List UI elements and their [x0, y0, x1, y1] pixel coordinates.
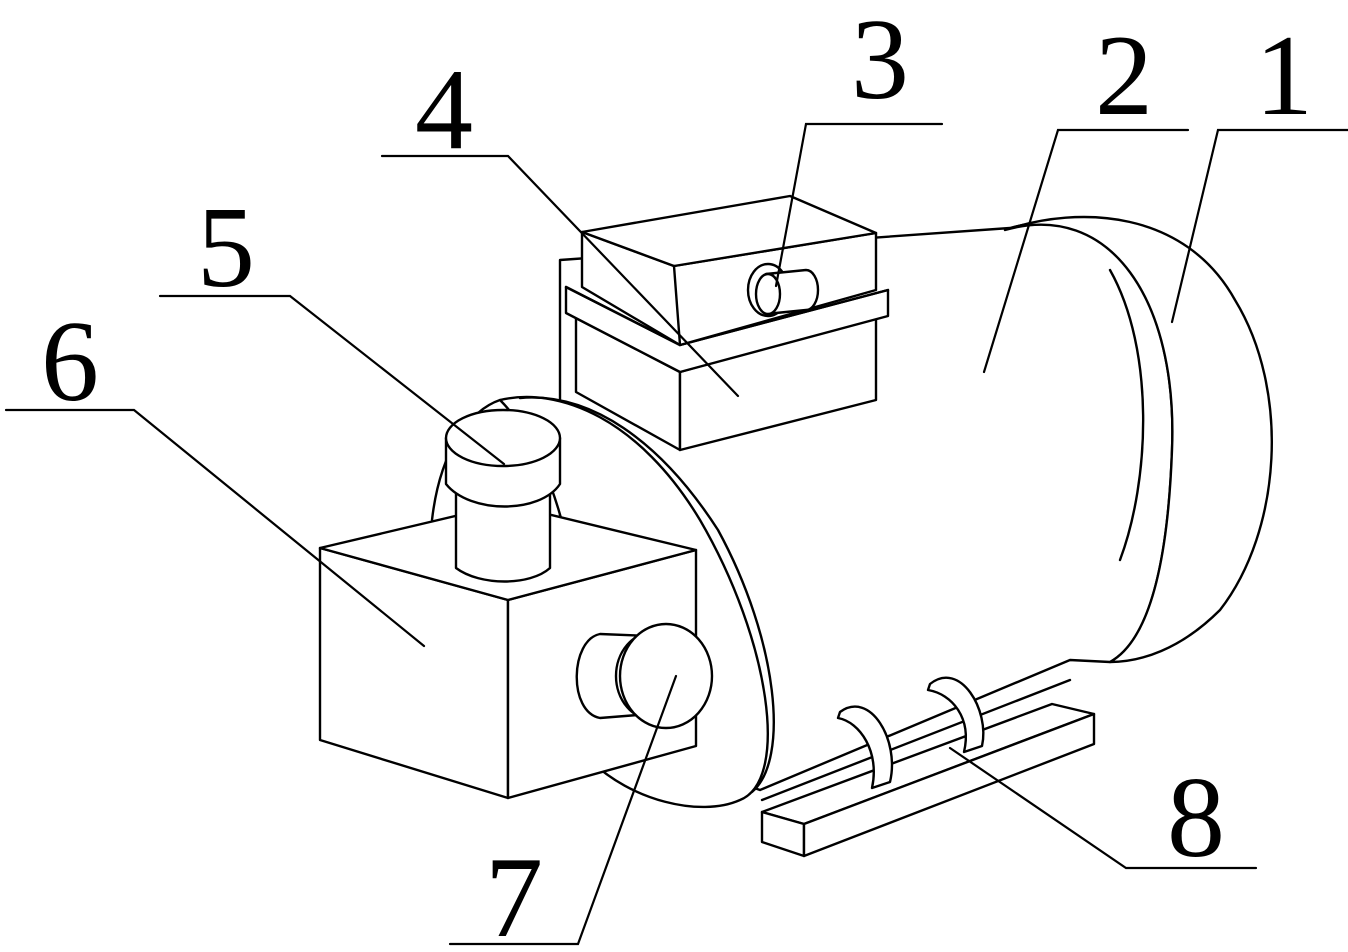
leader-line-5	[158, 294, 506, 466]
callout-number-4: 4	[415, 46, 473, 174]
callout-number-7: 7	[485, 834, 543, 952]
leader-line-7	[448, 674, 678, 946]
leader-lines	[4, 122, 1348, 946]
leader-line-4	[380, 154, 740, 398]
callout-number-8: 8	[1167, 754, 1225, 882]
terminal-box	[564, 194, 890, 452]
callout-labels: 1 2 3 4 5 6 7 8	[41, 0, 1313, 952]
leader-line-6	[4, 408, 426, 648]
callout-number-6: 6	[41, 298, 99, 426]
top-cap	[444, 408, 562, 583]
callout-number-1: 1	[1255, 12, 1313, 140]
saddle-clamp	[836, 676, 985, 790]
callout-number-5: 5	[197, 184, 255, 312]
leader-line-3	[774, 122, 944, 288]
end-cap	[1003, 215, 1273, 664]
mounting-base	[760, 678, 1096, 858]
callout-number-2: 2	[1095, 12, 1153, 140]
leader-line-1	[1170, 128, 1348, 324]
leader-line-8	[948, 746, 1258, 870]
side-port	[575, 622, 714, 730]
cable-gland	[746, 262, 820, 318]
callout-number-3: 3	[851, 0, 909, 124]
leader-line-2	[982, 128, 1190, 374]
